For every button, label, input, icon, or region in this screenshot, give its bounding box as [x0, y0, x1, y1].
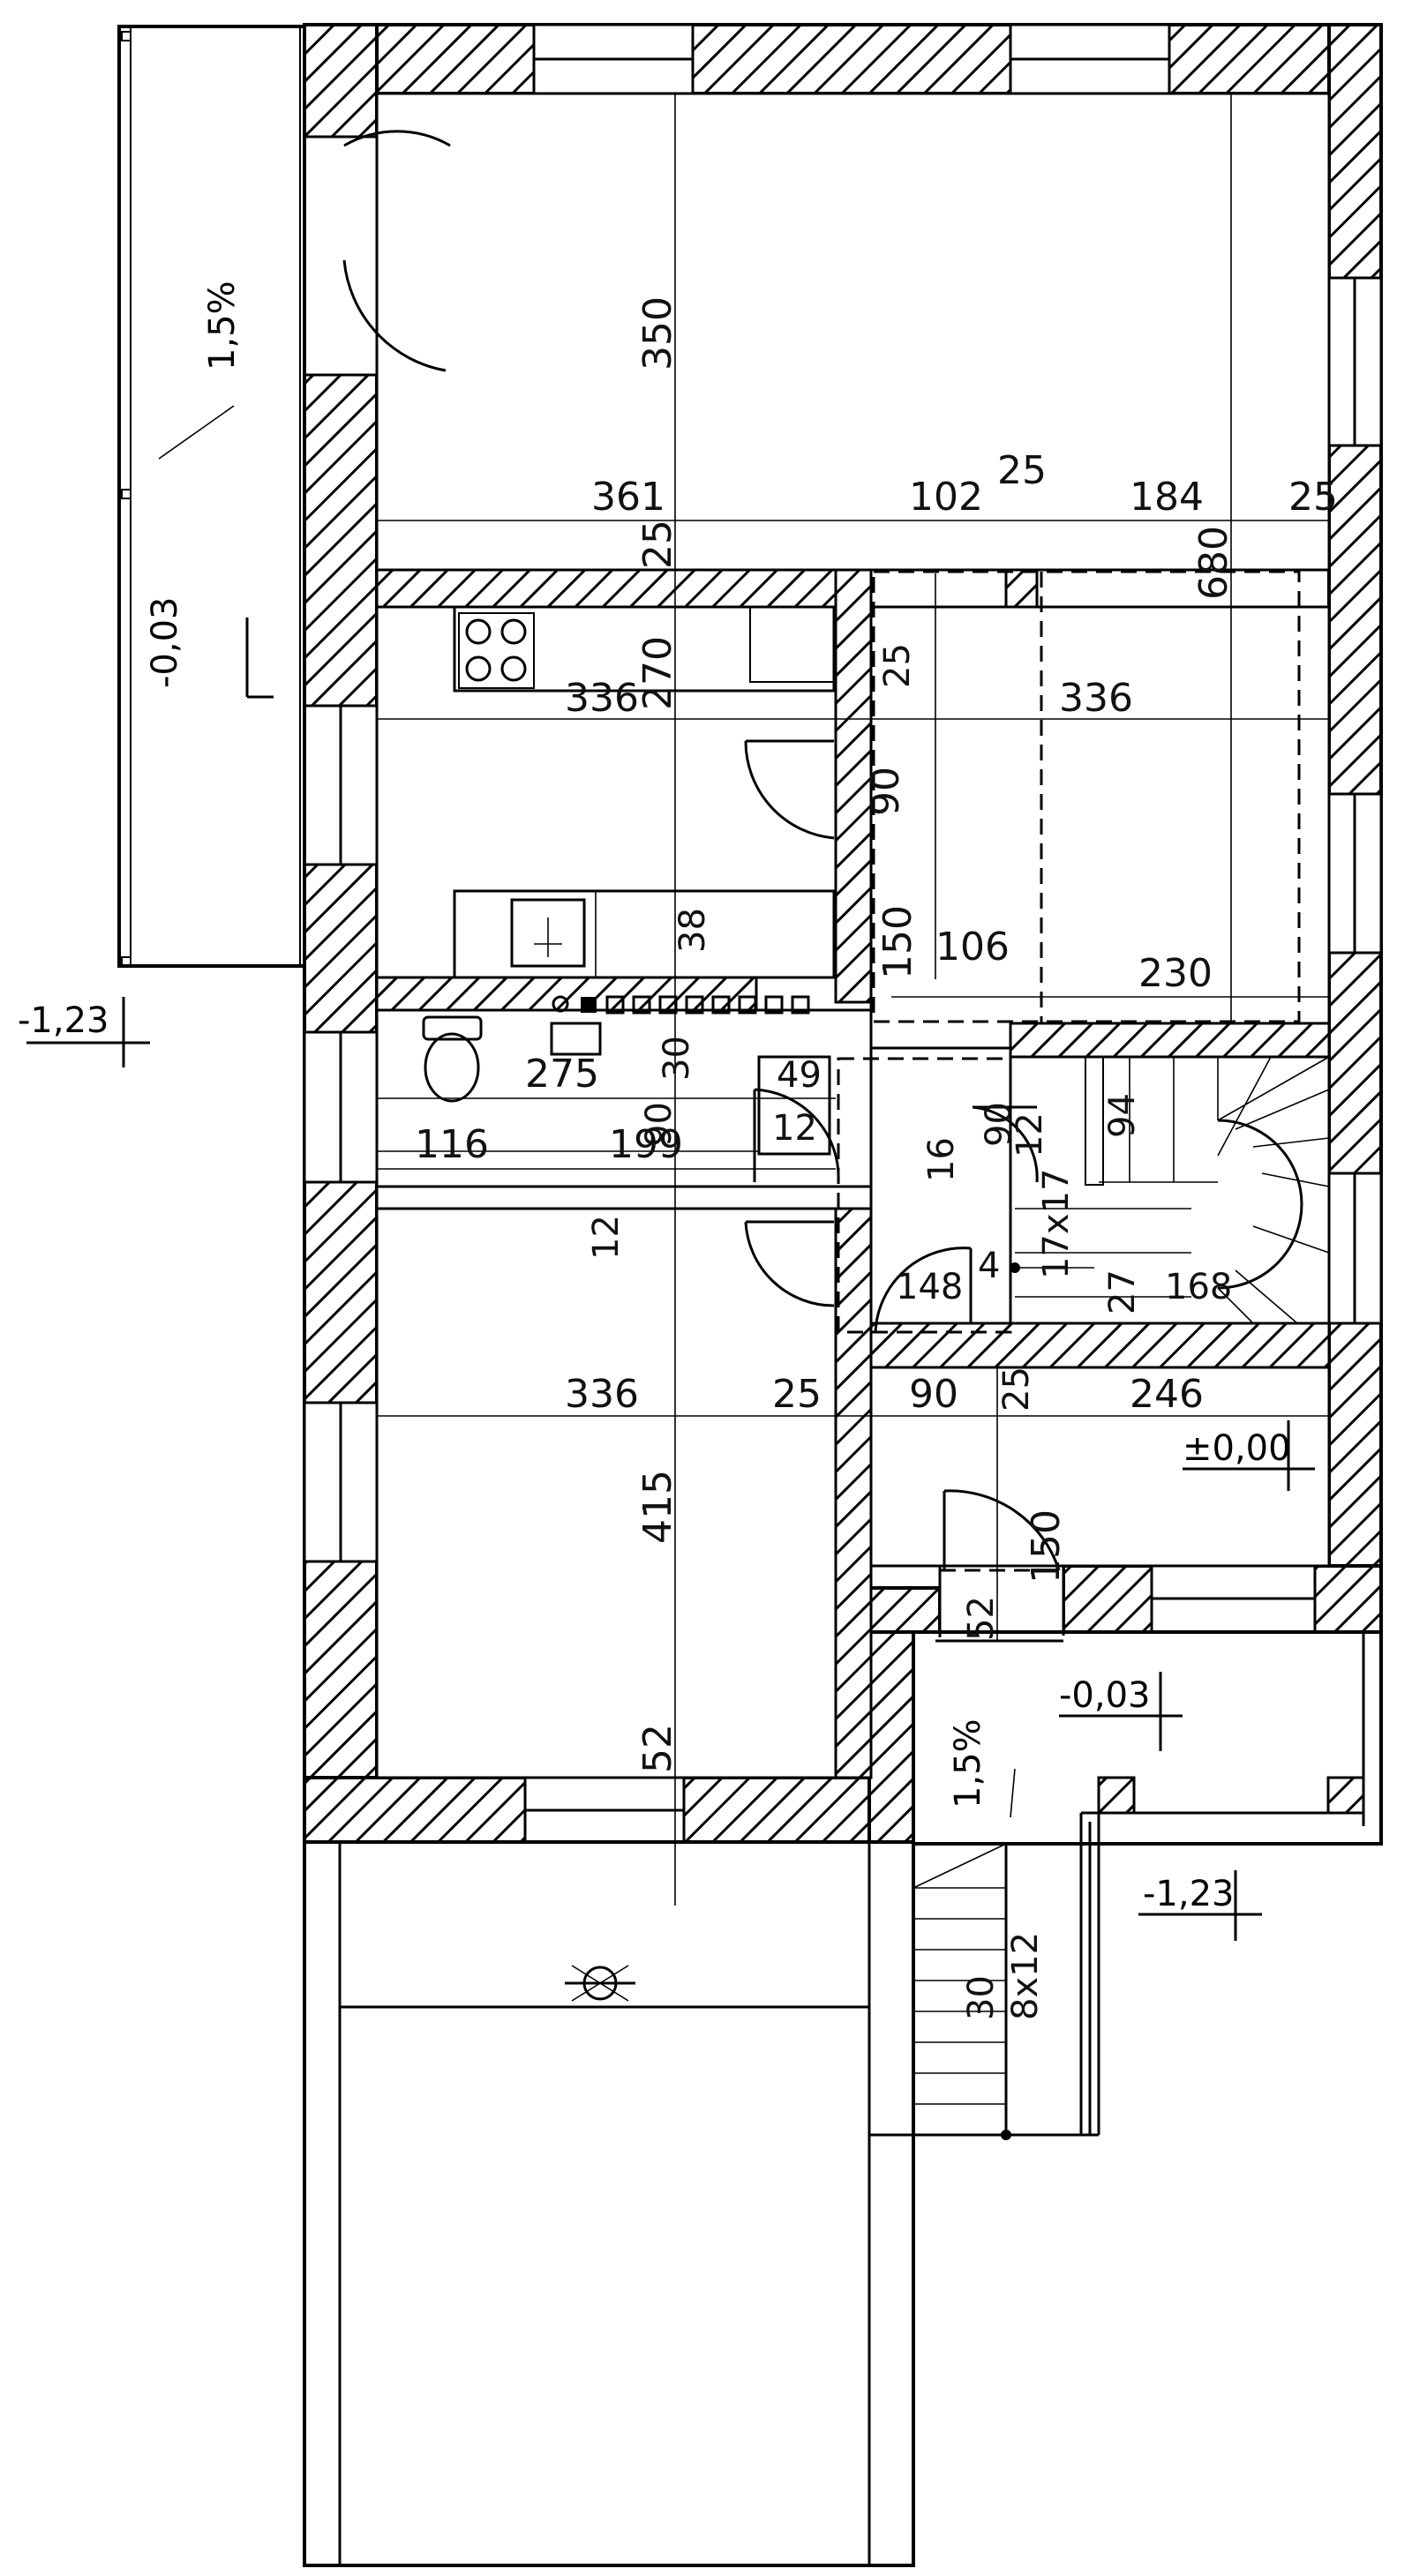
dim-90b: 90: [639, 1102, 680, 1147]
interior-stair: [1009, 1055, 1331, 1325]
dim-16: 16: [921, 1137, 962, 1182]
dim-361: 361: [591, 475, 665, 520]
dim-415: 415: [635, 1470, 680, 1544]
room-kitchen: [375, 605, 837, 979]
dim-90c: 90: [979, 1102, 1019, 1147]
dim-25d: 25: [877, 643, 918, 688]
radiator-row: [552, 995, 810, 1015]
dim-30: 30: [657, 1036, 697, 1081]
dim-184: 184: [1130, 475, 1204, 520]
burner-icon: [465, 618, 492, 645]
dim-30b: 30: [961, 1975, 1002, 2020]
lamp-icon: [565, 1965, 635, 2002]
dimension-labels: 350 361 102 25 184 25 25 680 270 336 336…: [415, 296, 1338, 2020]
dim-25c: 25: [635, 520, 680, 569]
dim-90a: 90: [863, 767, 908, 816]
level-terrace-slope: 1,5%: [202, 281, 243, 371]
dim-12b: 12: [1010, 1112, 1050, 1157]
dim-52a: 52: [961, 1596, 1002, 1641]
dim-116: 116: [415, 1122, 489, 1167]
level-markers: 1,5% -0,03 -1,23 ±0,00 -0,03 1,5% -1,23: [18, 281, 1315, 1941]
level-entry-slope: 1,5%: [948, 1719, 988, 1808]
dim-12a: 12: [772, 1108, 817, 1149]
dim-350: 350: [635, 296, 680, 371]
doors: [342, 130, 1061, 1571]
dim-230: 230: [1138, 951, 1213, 996]
dim-94: 94: [1102, 1093, 1143, 1138]
dim-270: 270: [635, 636, 680, 710]
dashed-outlines: [304, 135, 1301, 1643]
rooms: [375, 92, 1331, 1779]
dim-150b: 150: [1024, 1509, 1069, 1584]
dim-336b: 336: [1059, 676, 1133, 721]
dim-8x12: 8x12: [1005, 1932, 1046, 2020]
dim-106: 106: [935, 925, 1010, 970]
dim-38: 38: [672, 908, 713, 953]
dim-102: 102: [909, 475, 983, 520]
dim-52b: 52: [635, 1724, 680, 1773]
toilet-bowl-icon: [424, 1032, 480, 1103]
dim-336a: 336: [565, 676, 639, 721]
dim-12c: 12: [586, 1215, 627, 1260]
entry-porch: [869, 1630, 1383, 2140]
sink-icon: [510, 898, 586, 968]
dim-25e: 25: [772, 1372, 822, 1417]
bathroom-fixtures: [377, 1015, 831, 1156]
kitchen-fixtures: [453, 605, 836, 979]
dim-25b: 25: [1288, 475, 1338, 520]
room-hall: [869, 605, 1331, 1050]
interior-walls: [375, 568, 1331, 1779]
dim-336c: 336: [565, 1372, 639, 1417]
dim-4: 4: [978, 1246, 1000, 1286]
level-terrace: -0,03: [145, 597, 185, 689]
dim-150a: 150: [875, 905, 920, 979]
dim-27: 27: [1102, 1269, 1143, 1314]
dim-246: 246: [1130, 1372, 1204, 1417]
lower-yard: [303, 1840, 915, 2567]
room-living: [375, 1207, 837, 1779]
terrace-left: [117, 25, 306, 968]
dim-49: 49: [777, 1055, 822, 1096]
dim-25f: 25: [996, 1367, 1037, 1412]
dim-148: 148: [896, 1267, 963, 1307]
dim-90d: 90: [909, 1372, 958, 1417]
washbasin-icon: [550, 1022, 602, 1056]
room-top-bedroom: [375, 92, 1331, 572]
dim-199: 199: [609, 1122, 683, 1167]
dim-680: 680: [1191, 526, 1236, 600]
dim-25a: 25: [997, 448, 1047, 493]
dim-275: 275: [525, 1052, 599, 1097]
level-floor-zero: ±0,00: [1183, 1428, 1291, 1469]
level-entry: -0,03: [1059, 1675, 1151, 1716]
dim-17x17: 17x17: [1036, 1169, 1077, 1279]
level-right-ground: -1,23: [1143, 1874, 1235, 1914]
dim-168: 168: [1165, 1267, 1232, 1307]
toilet-tank-icon: [422, 1015, 483, 1041]
dimension-lines: [377, 94, 1329, 1906]
room-entry: [869, 1366, 1331, 1568]
level-left-ground: -1,23: [18, 1000, 109, 1041]
